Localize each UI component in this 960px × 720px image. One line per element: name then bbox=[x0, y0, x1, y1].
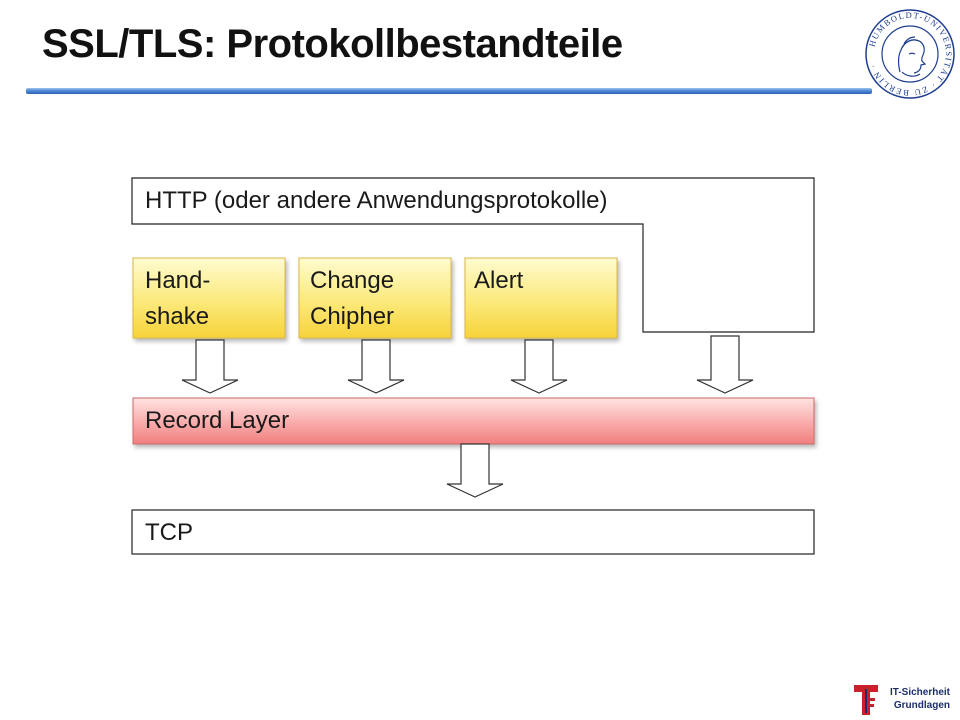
alert-box bbox=[464, 257, 618, 339]
change-cipher-label-line1: Change bbox=[310, 267, 395, 294]
handshake-box bbox=[132, 257, 286, 339]
http-down-arrow-icon bbox=[696, 335, 754, 394]
portrait-icon bbox=[898, 36, 927, 77]
footer-line-2: Grundlagen bbox=[893, 700, 950, 711]
record-layer-label: Record Layer bbox=[145, 407, 290, 434]
tcp-label: TCP bbox=[145, 519, 193, 546]
alert-label: Alert bbox=[474, 267, 524, 294]
http-label: HTTP (oder andere Anwendungsprotokolle) bbox=[145, 187, 608, 214]
tcp-layer-box bbox=[131, 509, 815, 555]
it-security-key-logo-icon bbox=[854, 685, 878, 715]
record-to-tcp-down-arrow-icon bbox=[446, 443, 504, 498]
record-layer-box bbox=[132, 397, 815, 445]
footer-line-1: IT-Sicherheit bbox=[889, 687, 950, 698]
title-underline bbox=[26, 88, 872, 94]
alert-down-arrow-icon bbox=[510, 339, 568, 394]
footer-course-label: IT-Sicherheit Grundlagen bbox=[890, 686, 950, 712]
change-cipher-label-line2: Chipher bbox=[310, 303, 395, 330]
handshake-label-line2: shake bbox=[145, 303, 210, 330]
http-layer-box bbox=[131, 177, 815, 333]
change-cipher-box bbox=[298, 257, 452, 339]
handshake-down-arrow-icon bbox=[181, 339, 239, 394]
university-seal-icon: HUMBOLDT-UNIVERSITÄT · ZU BERLIN · bbox=[865, 9, 955, 99]
change-cipher-down-arrow-icon bbox=[347, 339, 405, 394]
handshake-label-line1: Hand- bbox=[145, 267, 211, 294]
slide-title: SSL/TLS: Protokollbestandteile bbox=[42, 22, 623, 66]
